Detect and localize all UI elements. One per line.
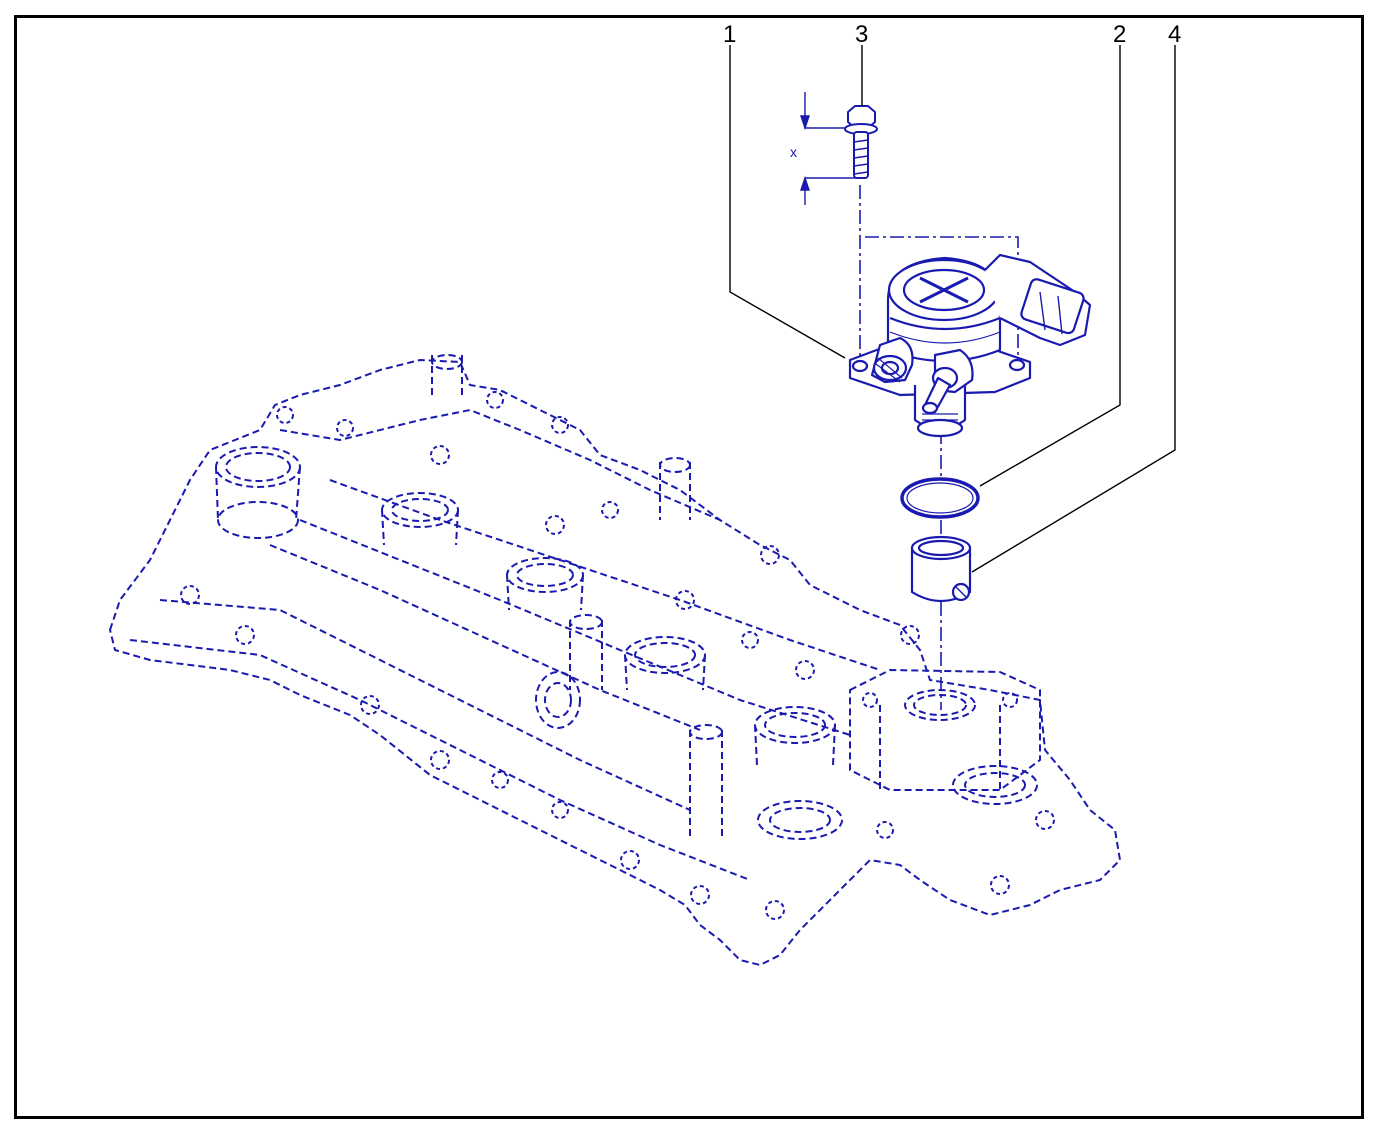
callout-2: 2	[1113, 21, 1126, 48]
callout-1: 1	[723, 21, 736, 48]
callout-4: 4	[1168, 21, 1181, 48]
bolt-icon	[844, 105, 878, 179]
o-ring-icon	[900, 477, 980, 519]
roller-tappet-icon	[910, 535, 972, 602]
high-pressure-fuel-pump-icon	[848, 253, 1092, 438]
dimension-label-x: x	[790, 144, 797, 160]
camshaft-housing-icon	[109, 354, 1121, 966]
bolt-length-dimension	[800, 92, 860, 205]
leader-lines	[729, 45, 1176, 573]
diagram-frame	[14, 15, 1364, 1119]
callout-3: 3	[855, 21, 868, 48]
